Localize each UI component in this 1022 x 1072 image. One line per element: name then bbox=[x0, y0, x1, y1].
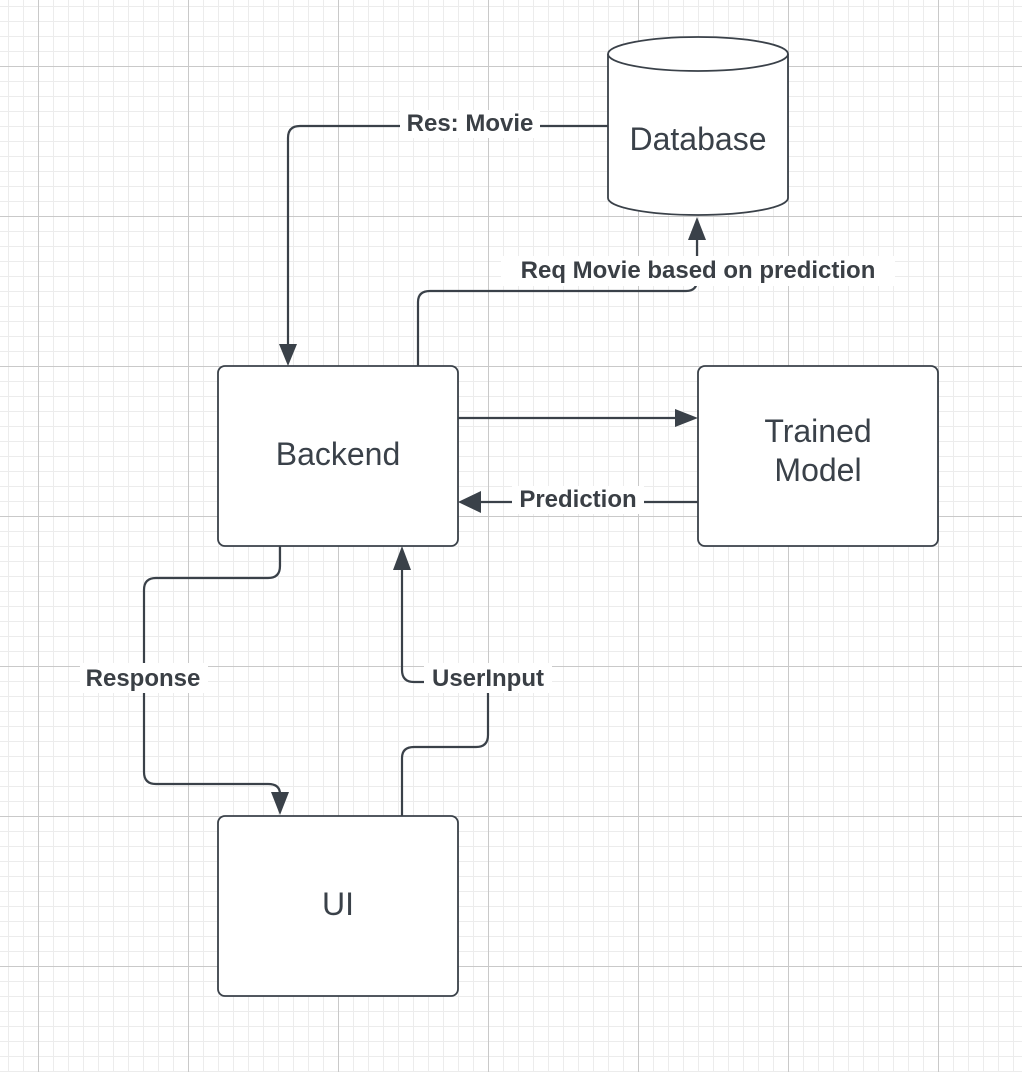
database-node[interactable]: Database bbox=[607, 36, 789, 216]
arrowhead-req-movie bbox=[688, 217, 706, 240]
res-movie-label: Res: Movie bbox=[407, 110, 534, 137]
ui-box bbox=[217, 815, 459, 997]
response-label-bg bbox=[80, 663, 208, 693]
arrowhead-prediction bbox=[458, 491, 481, 513]
connector-response[interactable] bbox=[142, 546, 282, 795]
backend-box bbox=[217, 365, 459, 547]
user-input-label-bg bbox=[424, 663, 552, 693]
ui-label: UI bbox=[322, 886, 354, 922]
arrowhead-backend-to-model bbox=[675, 409, 698, 427]
database-label: Database bbox=[630, 121, 767, 157]
prediction-label-bg bbox=[512, 486, 644, 514]
database-cylinder-body bbox=[607, 54, 789, 216]
connector-res-movie[interactable] bbox=[286, 124, 608, 346]
ui-node[interactable]: UI bbox=[217, 815, 459, 997]
arrowhead-res-movie bbox=[279, 344, 297, 366]
user-input-label: UserInput bbox=[432, 665, 544, 692]
res-movie-label-bg bbox=[400, 110, 540, 138]
backend-label: Backend bbox=[276, 436, 401, 472]
database-cylinder-top bbox=[607, 36, 789, 72]
trained-model-label-line2: Model bbox=[774, 452, 861, 488]
arrowhead-response bbox=[271, 792, 289, 815]
arrowhead-user-input bbox=[393, 546, 411, 570]
req-movie-label: Req Movie based on prediction bbox=[521, 257, 876, 284]
trained-model-label-line1: Trained bbox=[764, 413, 871, 449]
response-label: Response bbox=[86, 665, 201, 692]
trained-model-node[interactable]: Trained Model bbox=[697, 365, 939, 547]
req-movie-label-bg bbox=[501, 256, 895, 286]
trained-model-box bbox=[697, 365, 939, 547]
prediction-label: Prediction bbox=[519, 486, 636, 513]
connector-user-input[interactable] bbox=[400, 568, 490, 816]
backend-node[interactable]: Backend bbox=[217, 365, 459, 547]
